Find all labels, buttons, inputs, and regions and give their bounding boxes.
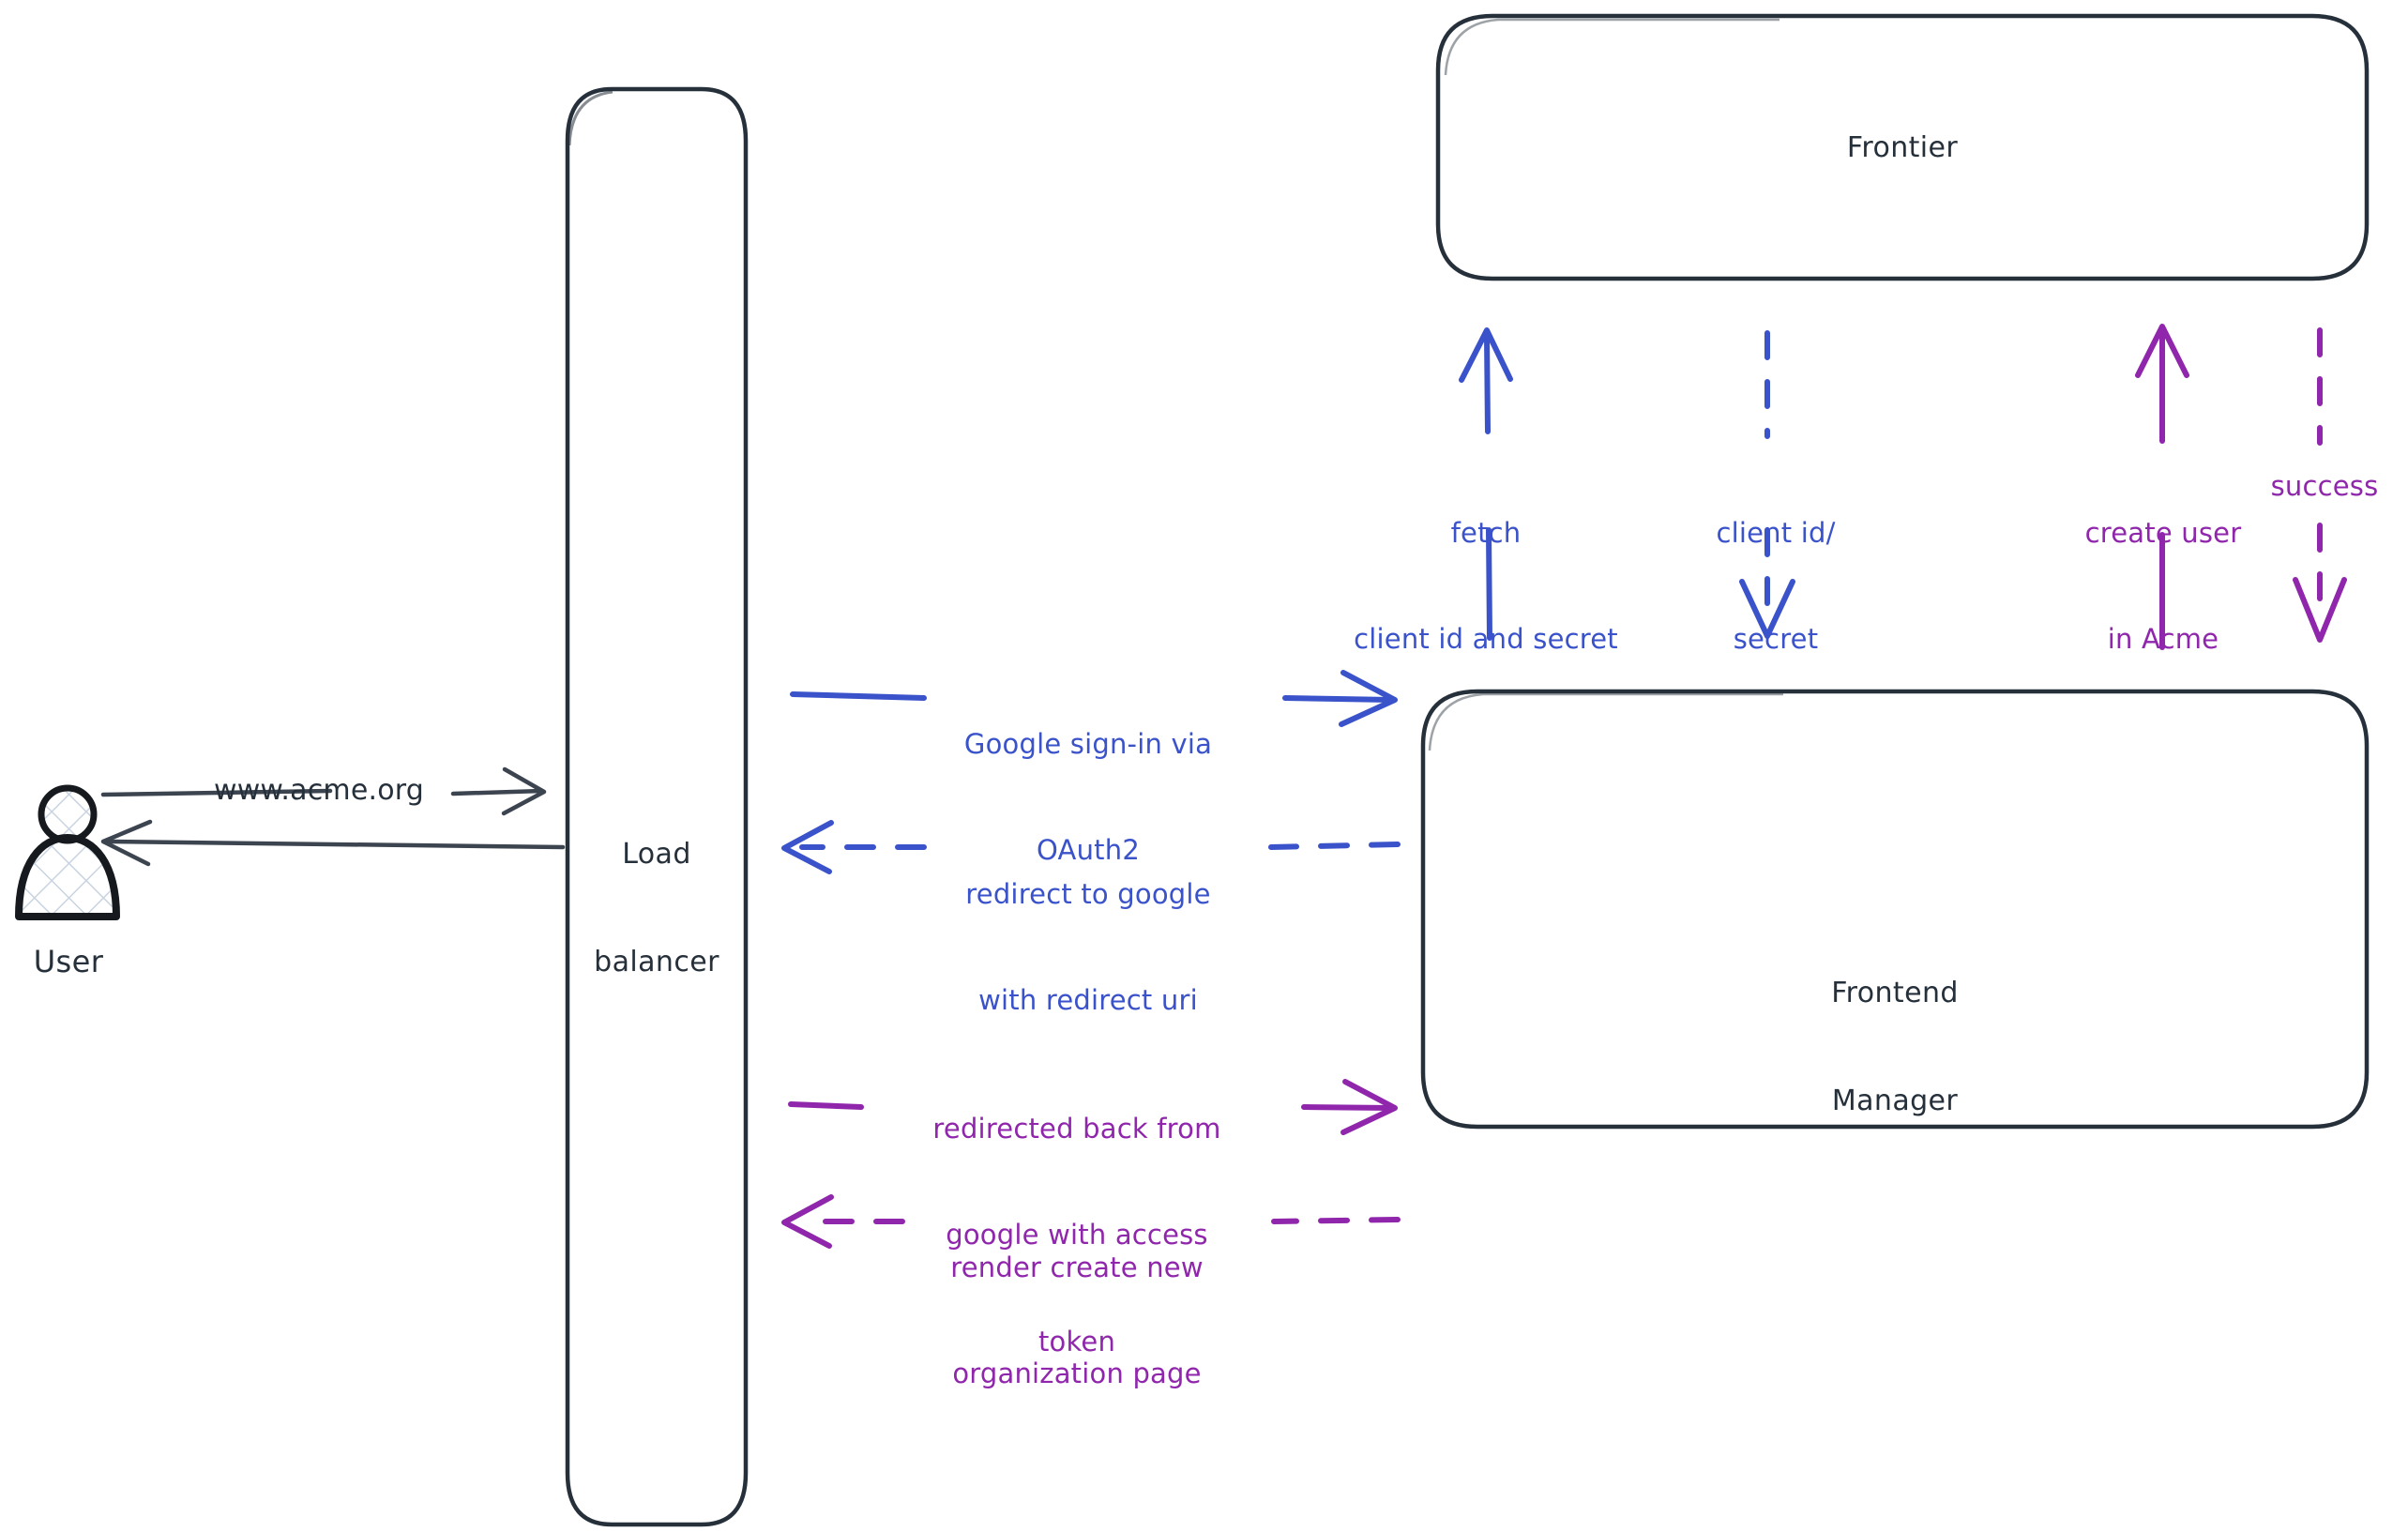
edge-label-create-user-line2: in Acme: [2107, 623, 2219, 656]
edge-label-redirect-line2: with redirect uri: [978, 984, 1198, 1017]
edge-label-fm-to-lb-redirect: redirect to google with redirect uri: [901, 807, 1276, 1090]
edge-fm-to-lb-render[interactable]: [781, 1194, 1401, 1249]
edge-fm-to-frontier-create-user[interactable]: [2135, 324, 2189, 650]
edge-label-token-line1: redirected back from: [932, 1113, 1221, 1145]
edge-label-fetch-line1: fetch: [1450, 517, 1522, 550]
frontier-hit[interactable]: [1438, 16, 2367, 279]
edge-lb-to-fm-token[interactable]: [788, 1079, 1398, 1135]
edge-frontier-to-fm-creds[interactable]: [1739, 330, 1795, 639]
edge-fm-to-lb-redirect[interactable]: [781, 820, 1401, 874]
edge-label-frontier-to-fm-success: success: [2270, 470, 2379, 502]
edge-label-fm-to-frontier-fetch: fetch client id and secret: [1296, 446, 1675, 729]
edge-label-creds-line2: secret: [1733, 623, 1819, 656]
edge-label-render-line1: render create new: [950, 1251, 1204, 1284]
edge-label-lb-to-fm-token: redirected back from google with access …: [871, 1041, 1283, 1431]
edge-label-render-line2: organization page: [952, 1358, 1202, 1390]
load-balancer-hit[interactable]: [568, 89, 746, 1524]
edge-label-token-line3: token: [1037, 1325, 1116, 1358]
edge-label-create-user-line1: create user: [2084, 517, 2242, 550]
edge-lb-to-user[interactable]: [100, 819, 566, 867]
frontend-manager-hit[interactable]: [1423, 691, 2367, 1127]
user-actor-hit[interactable]: [9, 783, 131, 976]
edge-lb-to-fm-signin[interactable]: [790, 670, 1398, 727]
edge-label-fm-to-frontier-create-user: create user in Acme: [2036, 446, 2291, 729]
edge-label-frontier-to-fm-creds: client id/ secret: [1677, 446, 1874, 729]
edge-label-user-to-lb: www.acme.org: [213, 774, 425, 807]
edge-label-creds-line1: client id/: [1716, 517, 1836, 550]
edge-label-signin-line2: OAuth2: [1037, 834, 1140, 867]
edge-label-token-line2: google with access: [946, 1219, 1208, 1251]
edge-label-fetch-line2: client id and secret: [1354, 623, 1618, 656]
edge-label-fm-to-lb-render: render create new organization page: [871, 1180, 1283, 1464]
edge-label-lb-to-fm-signin: Google sign-in via OAuth2: [901, 657, 1276, 940]
edge-frontier-to-fm-success[interactable]: [2293, 327, 2347, 643]
edge-fm-to-frontier-fetch[interactable]: [1459, 327, 1513, 641]
edge-user-to-lb[interactable]: [100, 766, 547, 816]
edge-label-redirect-line1: redirect to google: [965, 878, 1211, 911]
edge-label-signin-line1: Google sign-in via: [963, 728, 1213, 761]
